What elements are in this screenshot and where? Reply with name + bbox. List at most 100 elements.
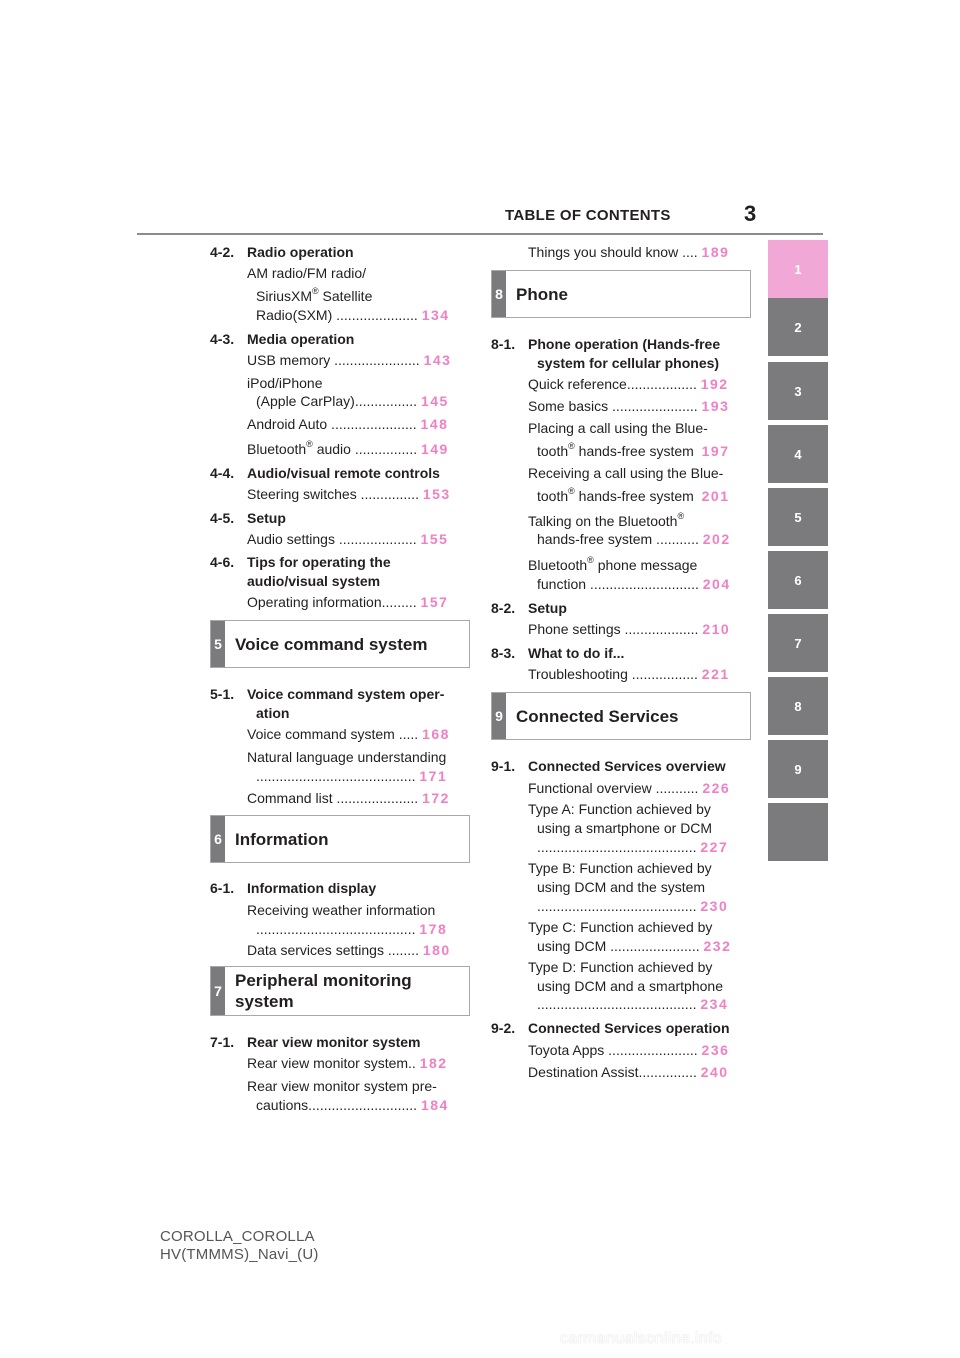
chapter-tab-1[interactable]: 1 — [768, 240, 828, 298]
chapter-tab-9[interactable]: 9 — [768, 740, 828, 798]
toc-entry-text: SiriusXM® Satellite — [256, 286, 373, 304]
toc-entry-link[interactable]: Operating information......... 157 — [247, 594, 449, 610]
toc-entry-link[interactable]: ........................................… — [256, 768, 448, 784]
toc-entry-text: Type C: Function achieved by — [528, 919, 713, 935]
chapter-tab-5[interactable]: 5 — [768, 488, 828, 546]
page-ref: 234 — [700, 996, 729, 1012]
toc-entry-link[interactable]: Destination Assist............... 240 — [528, 1064, 729, 1080]
page-ref: 227 — [700, 839, 729, 855]
section-label: Voice command system — [235, 634, 428, 654]
section-heading-5[interactable]: 5 Voice command system — [210, 620, 470, 668]
toc-entry-link[interactable]: Command list ..................... 172 — [247, 790, 450, 806]
page-ref: 201 — [701, 488, 730, 504]
section-title: Audio/visual remote controls — [247, 465, 440, 481]
chapter-tab-4[interactable]: 4 — [768, 425, 828, 483]
toc-entry-link[interactable]: Some basics ...................... 193 — [528, 398, 730, 414]
section-heading-9[interactable]: 9 Connected Services — [491, 692, 751, 740]
toc-entry-link[interactable]: ........................................… — [537, 839, 729, 855]
toc-entry-link[interactable]: Troubleshooting ................. 221 — [528, 666, 730, 682]
toc-entry-link[interactable]: Phone settings ................... 210 — [528, 621, 731, 637]
toc-entry-link[interactable]: (Apple CarPlay)................ 145 — [256, 393, 449, 409]
page-ref: 236 — [701, 1042, 730, 1058]
section-code: 8-1. — [491, 336, 516, 352]
section-code: 9-1. — [491, 758, 516, 774]
chapter-tab-index[interactable] — [768, 803, 828, 861]
chapter-tab-7[interactable]: 7 — [768, 614, 828, 672]
page-ref: 184 — [420, 1097, 449, 1113]
toc-entry-link[interactable]: Data services settings ........ 180 — [247, 942, 451, 958]
toc-left-column: 4-2. Radio operation AM radio/FM radio/ … — [0, 0, 470, 1120]
section-code: 4-2. — [210, 244, 235, 260]
section-code: 6-1. — [210, 880, 235, 896]
toc-entry-link[interactable]: Things you should know .... 189 — [528, 244, 730, 260]
section-number: 8 — [492, 271, 506, 317]
toc-entry-link[interactable]: using DCM ....................... 232 — [537, 938, 732, 954]
page-ref: 168 — [422, 726, 450, 742]
chapter-tab-2[interactable]: 2 — [768, 298, 828, 356]
toc-entry-text: Rear view monitor system pre- — [247, 1078, 437, 1094]
section-title: Phone operation (Hands-free — [528, 336, 721, 352]
toc-entry-text: Type A: Function achieved by — [528, 801, 711, 817]
section-title: Voice command system oper- — [247, 686, 445, 702]
toc-entry-link[interactable]: ........................................… — [256, 921, 448, 937]
page-ref: 172 — [422, 790, 450, 806]
footer-line: COROLLA_COROLLA — [160, 1228, 315, 1245]
section-code: 4-4. — [210, 465, 235, 481]
section-title: Tips for operating the — [247, 554, 391, 570]
toc-entry-link[interactable]: Toyota Apps ....................... 236 — [528, 1042, 730, 1058]
toc-entry-link[interactable]: tooth® hands-free system 197 — [537, 441, 730, 459]
section-heading-6[interactable]: 6 Information — [210, 815, 470, 863]
section-code: 9-2. — [491, 1020, 516, 1036]
section-code: 5-1. — [210, 686, 235, 702]
section-title: ation — [256, 705, 290, 721]
section-number: 7 — [211, 967, 225, 1015]
toc-entry-link[interactable]: tooth® hands-free system 201 — [537, 486, 730, 504]
toc-entry-link[interactable]: Radio(SXM) ..................... 134 — [256, 307, 450, 323]
page-ref: 189 — [701, 244, 730, 260]
page-number: 3 — [744, 201, 757, 226]
toc-entry-text: Type D: Function achieved by — [528, 959, 713, 975]
section-title: What to do if... — [528, 645, 625, 661]
page-ref: 210 — [702, 621, 731, 637]
toc-entry-link[interactable]: ........................................… — [537, 898, 729, 914]
page-ref: 153 — [422, 486, 451, 502]
section-title: Connected Services overview — [528, 758, 726, 774]
page-header-title: TABLE OF CONTENTS — [505, 207, 671, 224]
page-ref: 240 — [700, 1064, 729, 1080]
section-label: Information — [235, 829, 329, 849]
page-ref: 134 — [421, 307, 450, 323]
toc-entry-link[interactable]: function ............................ 20… — [537, 576, 731, 592]
toc-entry-link[interactable]: Functional overview ........... 226 — [528, 780, 731, 796]
section-code: 7-1. — [210, 1034, 235, 1050]
toc-entry-link[interactable]: USB memory ...................... 143 — [247, 352, 452, 368]
toc-entry-link[interactable]: Bluetooth® audio ................ 149 — [247, 439, 449, 457]
toc-entry-text: Bluetooth® phone message — [528, 555, 698, 573]
section-heading-8[interactable]: 8 Phone — [491, 270, 751, 318]
page-ref: 149 — [420, 441, 449, 457]
page-ref: 143 — [423, 352, 452, 368]
toc-entry-text: AM radio/FM radio/ — [247, 265, 367, 281]
toc-entry-link[interactable]: Rear view monitor system.. 182 — [247, 1055, 448, 1071]
page-ref: 230 — [700, 898, 729, 914]
toc-entry-link[interactable]: cautions............................ 184 — [256, 1097, 449, 1113]
page-ref: 226 — [702, 780, 731, 796]
toc-entry-text: iPod/iPhone — [247, 375, 323, 391]
toc-entry-link[interactable]: Audio settings .................... 155 — [247, 531, 449, 547]
section-label: Phone — [516, 284, 568, 304]
section-title: Media operation — [247, 331, 355, 347]
page-ref: 155 — [420, 531, 449, 547]
section-title: Rear view monitor system — [247, 1034, 421, 1050]
toc-entry-link[interactable]: Voice command system ..... 168 — [247, 726, 450, 742]
chapter-tab-8[interactable]: 8 — [768, 677, 828, 735]
page-ref: 204 — [702, 576, 731, 592]
chapter-tab-3[interactable]: 3 — [768, 362, 828, 420]
toc-entry-link[interactable]: Steering switches ............... 153 — [247, 486, 451, 502]
toc-entry-link[interactable]: Quick reference.................. 192 — [528, 376, 729, 392]
toc-entry-link[interactable]: ........................................… — [537, 996, 729, 1012]
chapter-tab-6[interactable]: 6 — [768, 551, 828, 609]
toc-entry-link[interactable]: hands-free system ........... 202 — [537, 531, 731, 547]
section-title: Connected Services operation — [528, 1020, 730, 1036]
toc-entry-link[interactable]: Android Auto ...................... 148 — [247, 416, 449, 432]
